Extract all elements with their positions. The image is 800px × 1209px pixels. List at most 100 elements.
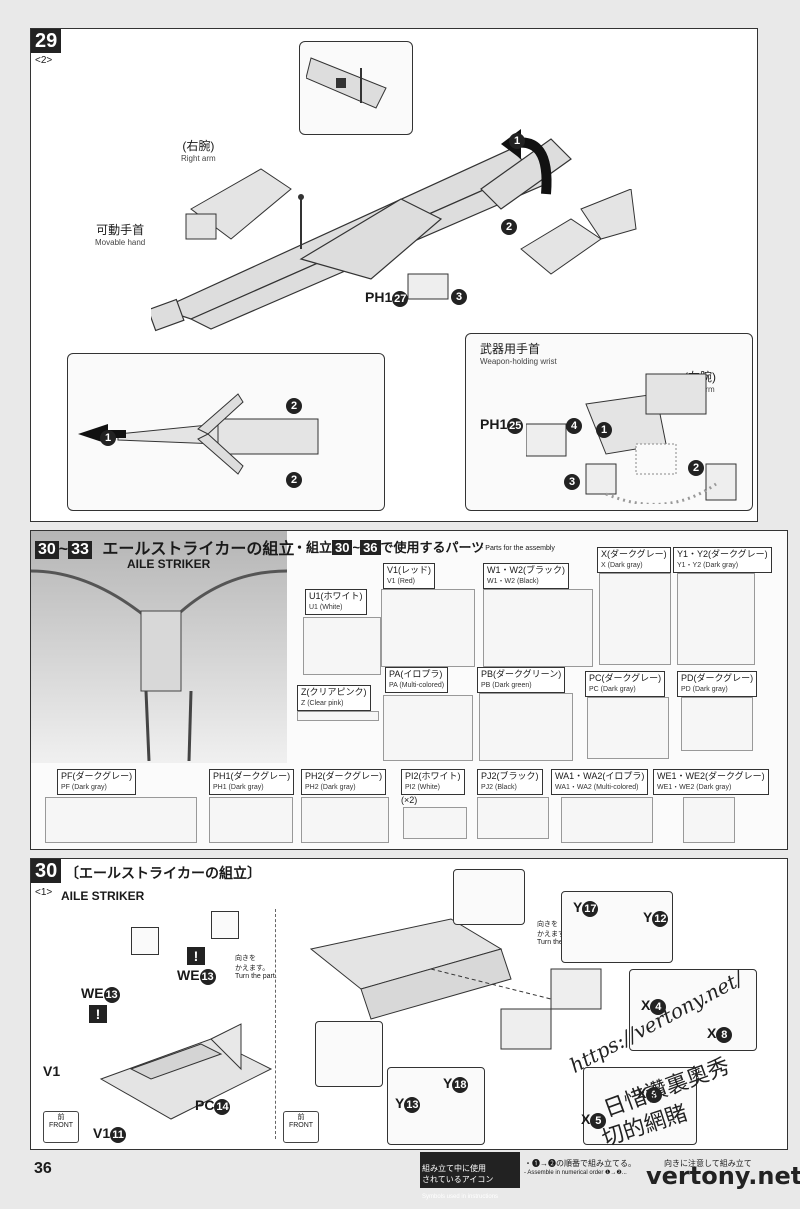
sprue-we bbox=[683, 797, 735, 843]
step-30-title: 〔エールストライカーの組立〕 bbox=[65, 865, 261, 881]
v1-label-a: V1 bbox=[43, 1063, 61, 1079]
warning-icon: ! bbox=[187, 947, 205, 965]
sprue-u1 bbox=[303, 617, 381, 675]
step-30-divider bbox=[275, 909, 276, 1139]
callout-box-a bbox=[131, 927, 159, 955]
sprue-label-pf: PF(ダークグレー)PF (Dark gray) bbox=[57, 769, 137, 795]
inset-arrow-2b: 2 bbox=[286, 472, 302, 488]
detail-inset-top bbox=[299, 41, 413, 135]
sprue-label-z: Z(クリアピンク)Z (Clear pink) bbox=[297, 685, 371, 711]
icon-legend: 組み立て中に使用 されているアイコン Symbols used in instr… bbox=[420, 1152, 520, 1200]
right-arm-illustration bbox=[185, 168, 292, 240]
sprue-label-ph2: PH2(ダークグレー)PH2 (Dark gray) bbox=[301, 769, 387, 795]
section-title-en: AILE STRIKER bbox=[127, 557, 211, 571]
sprue-z bbox=[297, 711, 379, 721]
callout-left-part bbox=[315, 1021, 383, 1087]
sprue-label-wa: WA1・WA2(イロプラ)WA1・WA2 (Multi-colored) bbox=[551, 769, 649, 795]
step-30-title-en: AILE STRIKER bbox=[61, 889, 145, 903]
sprue-pd bbox=[681, 697, 753, 751]
sprue-label-pi2: PI2(ホワイト)PI2 (White) bbox=[401, 769, 465, 795]
sprue-pf bbox=[45, 797, 197, 843]
sprue-label-pj2: PJ2(ブラック)PJ2 (Black) bbox=[477, 769, 543, 795]
striker-right-illustration bbox=[309, 918, 602, 1050]
pi2-quantity: (×2) bbox=[401, 795, 418, 805]
sprue-w1w2 bbox=[483, 589, 593, 667]
sprue-label-v1: V1(レッド)V1 (Red) bbox=[383, 563, 436, 589]
section-title: 30~33 エールストライカーの組立 bbox=[35, 535, 294, 559]
sprue-label-ph1: PH1(ダークグレー)PH1 (Dark gray) bbox=[209, 769, 295, 795]
sprue-wa bbox=[561, 797, 653, 843]
sprue-label-we: WE1・WE2(ダークグレー)WE1・WE2 (Dark gray) bbox=[653, 769, 769, 795]
step-29-panel: 29 <2> 1 (右腕) Right arm 可動手首 bbox=[30, 28, 758, 522]
step-30-panel: 30 〔エールストライカーの組立〕 <1> AILE STRIKER ! ! W… bbox=[30, 858, 788, 1150]
sprue-label-w1w2: W1・W2(ブラック)W1・W2 (Black) bbox=[483, 563, 569, 589]
sprue-label-pb: PB(ダークグリーン)PB (Dark green) bbox=[477, 667, 566, 693]
step-30-number: 30 bbox=[31, 859, 62, 883]
weapon-wrist-label: 武器用手首 Weapon-holding wrist bbox=[480, 342, 557, 366]
detail-inset-bottom-right: 武器用手首 Weapon-holding wrist (左腕) Left arm… bbox=[465, 333, 753, 511]
orientation-note: 向きに注意して組み立て bbox=[664, 1159, 752, 1168]
sprue-x bbox=[599, 573, 671, 665]
page-number: 36 bbox=[34, 1160, 52, 1177]
sprue-pa bbox=[383, 695, 473, 761]
detail-inset-bottom-left: 1 2 2 bbox=[67, 353, 385, 511]
ph1-part-illustration bbox=[407, 273, 449, 300]
sprue-ph2 bbox=[301, 797, 389, 843]
step-arrow-2: 2 bbox=[501, 219, 517, 235]
left-arm-upper-illustration bbox=[520, 189, 637, 275]
sprue-label-u1: U1(ホワイト)U1 (White) bbox=[305, 589, 367, 615]
callout-x-parts bbox=[629, 969, 757, 1051]
assemble-order-note: ・❶→❷の順番で組み立てる。 - Assemble in numerical o… bbox=[524, 1159, 636, 1176]
sprue-pj2 bbox=[477, 797, 549, 839]
callout-y17-part bbox=[561, 891, 673, 963]
sprue-label-pd: PD(ダークグレー)PD (Dark gray) bbox=[677, 671, 758, 697]
turn-note-left: 向きを かえます。Turn the part. bbox=[235, 955, 277, 980]
callout-top-part bbox=[453, 869, 525, 925]
step-29-sub: <2> bbox=[35, 55, 53, 66]
sprue-pi2 bbox=[403, 807, 467, 839]
step-30-sub: <1> bbox=[35, 887, 53, 898]
sprue-y1y2 bbox=[677, 573, 755, 665]
right-arm-label: (右腕) Right arm bbox=[181, 139, 216, 163]
step-arrow-3: 3 bbox=[451, 289, 467, 305]
callout-box-b bbox=[211, 911, 239, 939]
sprue-label-y1y2: Y1・Y2(ダークグレー)Y1・Y2 (Dark gray) bbox=[673, 547, 772, 573]
striker-left-illustration bbox=[99, 1023, 273, 1120]
step-arrow-1: 1 bbox=[509, 133, 525, 149]
sprue-label-x: X(ダークグレー)X (Dark gray) bbox=[597, 547, 671, 573]
callout-x5-part bbox=[583, 1067, 697, 1145]
sprue-pb bbox=[479, 693, 573, 761]
sprue-v1 bbox=[381, 589, 475, 667]
sprue-label-pc: PC(ダークグレー)PC (Dark gray) bbox=[585, 671, 666, 697]
aile-striker-hero bbox=[31, 531, 287, 763]
sprue-pc bbox=[587, 697, 669, 759]
inset-r-arrow-3: 3 bbox=[564, 474, 580, 490]
inset-r-arrow-4: 4 bbox=[566, 418, 582, 434]
inset-arrow-1: 1 bbox=[100, 430, 116, 446]
inset-r-arrow-2: 2 bbox=[688, 460, 704, 476]
beam-rifle-illustration bbox=[151, 138, 572, 332]
inset-arrow-2a: 2 bbox=[286, 398, 302, 414]
sprue-label-pa: PA(イロプラ)PA (Multi-colored) bbox=[385, 667, 449, 693]
parts-heading-en: - Parts for the assembly bbox=[481, 545, 555, 552]
watermark-site: vertony.net bbox=[646, 1162, 800, 1190]
callout-y13-part bbox=[387, 1067, 485, 1145]
movable-hand-label: 可動手首 Movable hand bbox=[95, 223, 146, 247]
